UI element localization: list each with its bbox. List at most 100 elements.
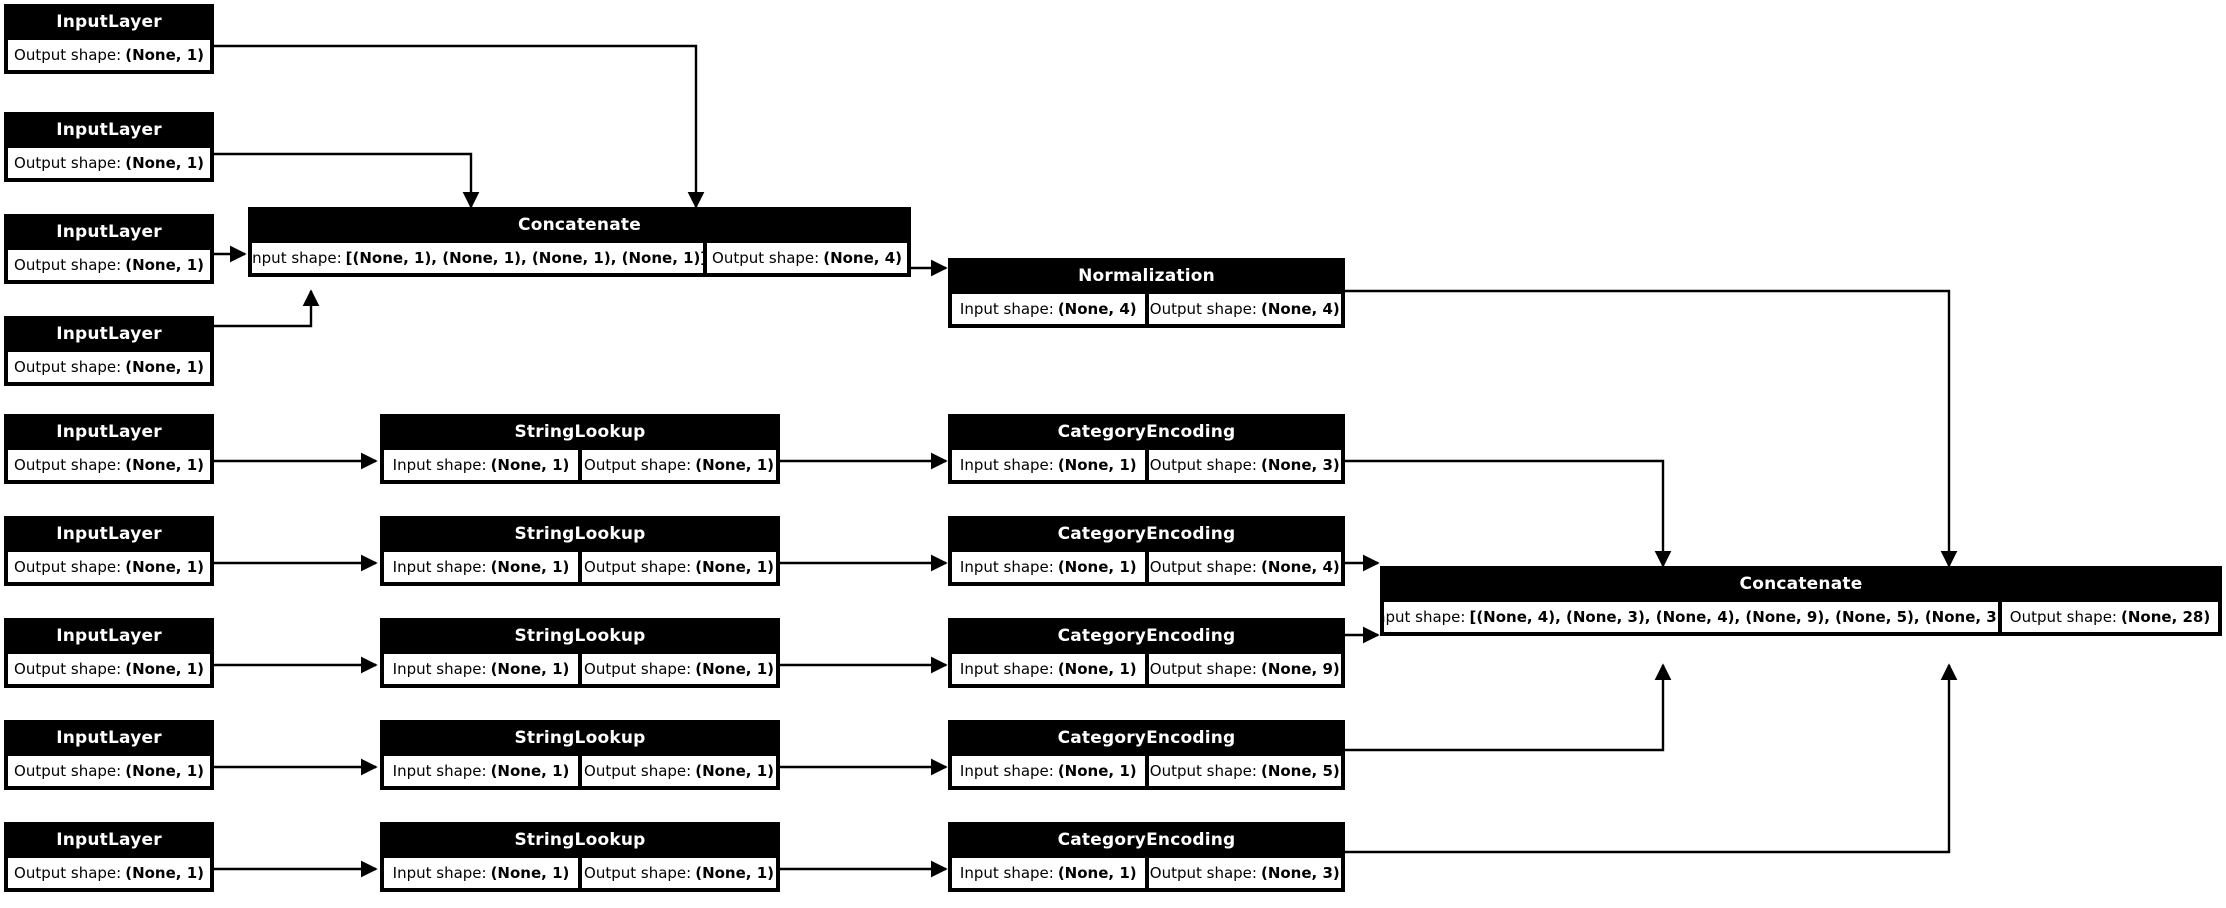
- input-shape-label: Input shape:: [959, 558, 1054, 576]
- node-fields: Input shape: (None, 1) Output shape: (No…: [382, 448, 778, 482]
- node-concatenate-1[interactable]: Concatenate Input shape: [(None, 1), (No…: [248, 207, 911, 277]
- input-shape-label: Input shape:: [959, 456, 1054, 474]
- node-type-label: CategoryEncoding: [950, 620, 1343, 652]
- output-shape-field: Output shape: (None, 1): [7, 449, 211, 481]
- node-type-label: Concatenate: [250, 209, 909, 241]
- node-fields: Input shape: (None, 1) Output shape: (No…: [382, 652, 778, 686]
- input-shape-field: Input shape: (None, 1): [383, 449, 579, 481]
- node-fields: Input shape: (None, 1) Output shape: (No…: [382, 856, 778, 890]
- input-shape-value: (None, 4): [1057, 300, 1137, 318]
- node-type-label: StringLookup: [382, 416, 778, 448]
- node-fields: Output shape: (None, 1): [6, 248, 212, 282]
- node-input-layer-4[interactable]: InputLayer Output shape: (None, 1): [4, 316, 214, 386]
- node-type-label: StringLookup: [382, 620, 778, 652]
- node-concatenate-2[interactable]: Concatenate Input shape: [(None, 4), (No…: [1380, 566, 2222, 636]
- output-shape-field: Output shape: (None, 4): [706, 242, 908, 274]
- node-category-encoding-5[interactable]: CategoryEncoding Input shape: (None, 1) …: [948, 822, 1345, 892]
- node-category-encoding-3[interactable]: CategoryEncoding Input shape: (None, 1) …: [948, 618, 1345, 688]
- output-shape-field: Output shape: (None, 1): [7, 755, 211, 787]
- edge-cat4-concat2: [1345, 663, 1672, 752]
- node-type-label: Concatenate: [1382, 568, 2220, 600]
- node-type-label: CategoryEncoding: [950, 518, 1343, 550]
- node-fields: Output shape: (None, 1): [6, 38, 212, 72]
- output-shape-field: Output shape: (None, 1): [581, 449, 777, 481]
- input-shape-label: Input shape:: [959, 660, 1054, 678]
- output-shape-field: Output shape: (None, 1): [7, 551, 211, 583]
- output-shape-label: Output shape:: [584, 456, 692, 474]
- node-input-layer-9[interactable]: InputLayer Output shape: (None, 1): [4, 822, 214, 892]
- output-shape-value: (None, 9): [1260, 660, 1340, 678]
- node-fields: Input shape: (None, 1) Output shape: (No…: [382, 550, 778, 584]
- node-fields: Output shape: (None, 1): [6, 754, 212, 788]
- node-fields: Input shape: (None, 1) Output shape: (No…: [382, 754, 778, 788]
- output-shape-label: Output shape:: [1149, 558, 1257, 576]
- output-shape-value: (None, 3): [1260, 864, 1340, 882]
- node-input-layer-2[interactable]: InputLayer Output shape: (None, 1): [4, 112, 214, 182]
- node-string-lookup-1[interactable]: StringLookup Input shape: (None, 1) Outp…: [380, 414, 780, 484]
- node-fields: Output shape: (None, 1): [6, 652, 212, 686]
- input-shape-label: Input shape:: [392, 456, 487, 474]
- output-shape-value: (None, 5): [1260, 762, 1340, 780]
- output-shape-value: (None, 1): [695, 558, 774, 576]
- edge-cat1-concat2: [1345, 459, 1672, 568]
- input-shape-label: Input shape:: [959, 762, 1054, 780]
- output-shape-value: (None, 28): [2121, 608, 2211, 626]
- edge-input2-concat1: [214, 152, 480, 209]
- node-string-lookup-3[interactable]: StringLookup Input shape: (None, 1) Outp…: [380, 618, 780, 688]
- output-shape-field: Output shape: (None, 5): [1147, 755, 1342, 787]
- output-shape-field: Output shape: (None, 1): [7, 249, 211, 281]
- node-category-encoding-2[interactable]: CategoryEncoding Input shape: (None, 1) …: [948, 516, 1345, 586]
- input-shape-field: Input shape: (None, 1): [951, 653, 1146, 685]
- node-type-label: InputLayer: [6, 722, 212, 754]
- output-shape-label: Output shape:: [14, 154, 122, 172]
- output-shape-field: Output shape: (None, 4): [1147, 551, 1342, 583]
- input-shape-value: (None, 1): [1057, 456, 1137, 474]
- output-shape-value: (None, 4): [1260, 300, 1340, 318]
- output-shape-label: Output shape:: [1149, 864, 1257, 882]
- node-input-layer-8[interactable]: InputLayer Output shape: (None, 1): [4, 720, 214, 790]
- output-shape-field: Output shape: (None, 3): [1147, 857, 1342, 889]
- output-shape-value: (None, 1): [695, 660, 774, 678]
- input-shape-value: (None, 1): [490, 456, 570, 474]
- input-shape-field: Input shape: (None, 1): [951, 551, 1146, 583]
- output-shape-label: Output shape:: [1149, 300, 1257, 318]
- output-shape-value: (None, 1): [125, 762, 204, 780]
- input-shape-label: Input shape:: [251, 249, 342, 267]
- node-fields: Input shape: (None, 1) Output shape: (No…: [950, 550, 1343, 584]
- input-shape-label: Input shape:: [959, 300, 1054, 318]
- node-string-lookup-2[interactable]: StringLookup Input shape: (None, 1) Outp…: [380, 516, 780, 586]
- output-shape-value: (None, 3): [1260, 456, 1340, 474]
- output-shape-label: Output shape:: [14, 762, 122, 780]
- node-type-label: CategoryEncoding: [950, 416, 1343, 448]
- output-shape-field: Output shape: (None, 1): [7, 653, 211, 685]
- node-fields: Input shape: (None, 1) Output shape: (No…: [950, 448, 1343, 482]
- node-input-layer-5[interactable]: InputLayer Output shape: (None, 1): [4, 414, 214, 484]
- node-category-encoding-1[interactable]: CategoryEncoding Input shape: (None, 1) …: [948, 414, 1345, 484]
- node-fields: Output shape: (None, 1): [6, 350, 212, 384]
- output-shape-field: Output shape: (None, 28): [2001, 601, 2219, 633]
- node-input-layer-3[interactable]: InputLayer Output shape: (None, 1): [4, 214, 214, 284]
- node-input-layer-1[interactable]: InputLayer Output shape: (None, 1): [4, 4, 214, 74]
- node-fields: Output shape: (None, 1): [6, 856, 212, 890]
- output-shape-value: (None, 1): [125, 456, 204, 474]
- node-category-encoding-4[interactable]: CategoryEncoding Input shape: (None, 1) …: [948, 720, 1345, 790]
- node-input-layer-7[interactable]: InputLayer Output shape: (None, 1): [4, 618, 214, 688]
- node-type-label: StringLookup: [382, 518, 778, 550]
- input-shape-field: Input shape: (None, 1): [383, 551, 579, 583]
- output-shape-field: Output shape: (None, 3): [1147, 449, 1342, 481]
- input-shape-value: (None, 1): [1057, 660, 1137, 678]
- node-normalization[interactable]: Normalization Input shape: (None, 4) Out…: [948, 258, 1345, 328]
- node-type-label: StringLookup: [382, 824, 778, 856]
- node-string-lookup-4[interactable]: StringLookup Input shape: (None, 1) Outp…: [380, 720, 780, 790]
- input-shape-value: (None, 1): [490, 660, 570, 678]
- node-fields: Input shape: (None, 4) Output shape: (No…: [950, 292, 1343, 326]
- output-shape-label: Output shape:: [14, 456, 122, 474]
- output-shape-label: Output shape:: [1149, 762, 1257, 780]
- input-shape-field: Input shape: (None, 1): [383, 755, 579, 787]
- node-string-lookup-5[interactable]: StringLookup Input shape: (None, 1) Outp…: [380, 822, 780, 892]
- node-fields: Input shape: (None, 1) Output shape: (No…: [950, 856, 1343, 890]
- input-shape-field: Input shape: [(None, 4), (None, 3), (Non…: [1383, 601, 1999, 633]
- input-shape-value: (None, 1): [490, 762, 570, 780]
- input-shape-label: Input shape:: [392, 762, 487, 780]
- node-input-layer-6[interactable]: InputLayer Output shape: (None, 1): [4, 516, 214, 586]
